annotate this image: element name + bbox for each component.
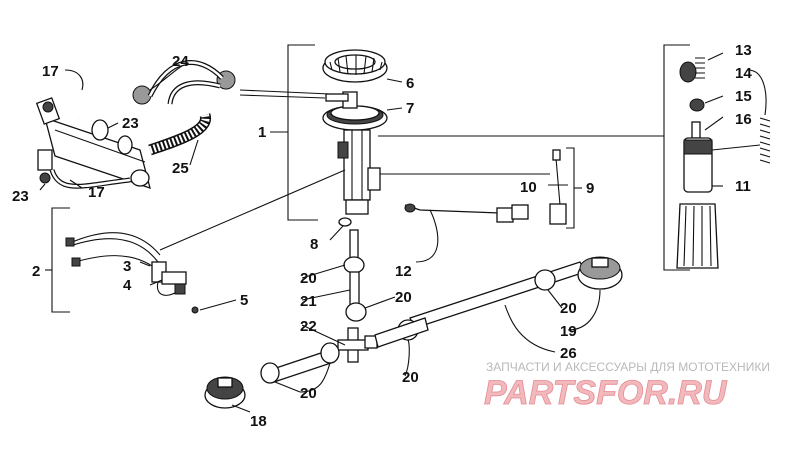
callout-19: 19 <box>560 323 577 340</box>
fuel-pump-16 <box>683 121 713 193</box>
callout-20b: 20 <box>395 289 412 306</box>
callout-18: 18 <box>250 413 267 430</box>
tee-fitting-22 <box>337 327 378 363</box>
callout-15: 15 <box>735 88 752 105</box>
callout-21: 21 <box>300 293 317 310</box>
pump-spring-13 <box>679 57 705 83</box>
bracket-group-1 <box>270 44 318 221</box>
bracket-group-2 <box>45 207 70 313</box>
callout-10: 10 <box>520 179 537 196</box>
hose-clamp-24 <box>132 60 236 105</box>
watermark: ЗАПЧАСТИ И АКСЕССУАРЫ ДЛЯ МОТОТЕХНИКИ PA… <box>484 360 770 412</box>
callout-8: 8 <box>310 236 318 253</box>
callout-26: 26 <box>560 345 577 362</box>
watermark-tagline: ЗАПЧАСТИ И АКСЕССУАРЫ ДЛЯ МОТОТЕХНИКИ <box>486 360 770 374</box>
callout-2: 2 <box>32 263 40 280</box>
callout-3: 3 <box>123 258 131 275</box>
callout-22: 22 <box>300 318 317 335</box>
sensor-10 <box>549 149 567 225</box>
wire-lines-sending <box>159 89 346 251</box>
callout-20a: 20 <box>300 270 317 287</box>
callout-23b: 23 <box>122 115 139 132</box>
callout-5: 5 <box>240 292 248 309</box>
clip-8 <box>338 217 352 227</box>
callout-1: 1 <box>258 124 266 141</box>
callout-7: 7 <box>406 100 414 117</box>
fuel-rail <box>35 97 151 190</box>
bracket-group-pump <box>378 44 690 271</box>
pump-filter-11 <box>676 203 719 269</box>
callout-17a: 17 <box>42 63 59 80</box>
fuel-hose-17 <box>49 81 141 189</box>
leader-lines <box>39 52 724 413</box>
watermark-logo: PARTSFOR.RU <box>484 374 728 412</box>
callout-25: 25 <box>172 160 189 177</box>
callout-labels: 1 2 3 4 5 6 7 8 9 10 11 12 13 14 15 16 1… <box>12 42 752 430</box>
corrugated-hose-25 <box>148 113 211 156</box>
fuel-line-21 <box>343 229 367 322</box>
callout-23a: 23 <box>12 188 29 205</box>
bracket-group-9 <box>566 147 582 229</box>
callout-20e: 20 <box>402 369 419 386</box>
callout-16: 16 <box>735 111 752 128</box>
callout-13: 13 <box>735 42 752 59</box>
callout-20d: 20 <box>300 385 317 402</box>
callout-24: 24 <box>172 53 189 70</box>
callout-17b: 17 <box>88 184 105 201</box>
gasket-7 <box>322 105 388 131</box>
wiring-harness <box>65 232 199 314</box>
callout-14: 14 <box>735 65 752 82</box>
callout-9: 9 <box>586 180 594 197</box>
wire-harness-12 <box>380 173 550 223</box>
callout-20c: 20 <box>560 300 577 317</box>
fuel-line-lower <box>260 342 340 384</box>
callout-4: 4 <box>123 277 132 294</box>
pickup-19 <box>577 256 623 290</box>
pickup-18 <box>204 376 246 409</box>
o-ring-15 <box>689 98 705 112</box>
lock-ring-6 <box>322 49 388 83</box>
callout-11: 11 <box>735 178 751 195</box>
callout-6: 6 <box>406 75 414 92</box>
sending-unit-body <box>325 91 381 215</box>
callout-12: 12 <box>395 263 412 280</box>
spring-14 <box>711 69 771 164</box>
